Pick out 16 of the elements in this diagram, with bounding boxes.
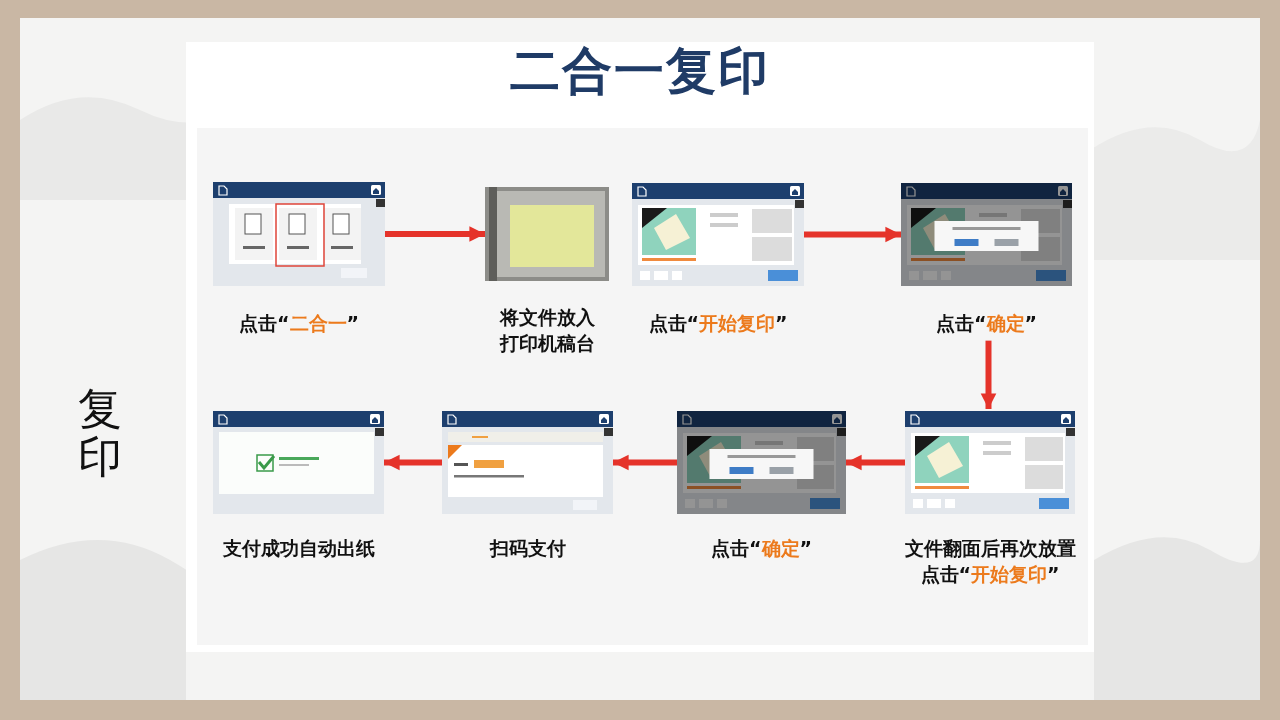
step-caption: 点击“确定” bbox=[935, 311, 1038, 336]
arrow bbox=[384, 454, 442, 471]
side-label: 复印 bbox=[78, 385, 122, 482]
step-caption: 支付成功自动出纸 bbox=[221, 536, 376, 561]
arrow bbox=[980, 340, 997, 409]
arrow bbox=[613, 454, 677, 471]
arrow bbox=[804, 226, 901, 243]
step-caption: 点击“确定” bbox=[710, 536, 813, 561]
step-caption: 将文件放入打印机稿台 bbox=[498, 305, 596, 356]
step-caption: 点击“二合一” bbox=[238, 311, 360, 336]
arrow bbox=[385, 226, 485, 242]
step-caption: 文件翻面后再次放置点击“开始复印” bbox=[903, 536, 1077, 587]
arrow bbox=[846, 454, 905, 471]
title: 二合一复印 bbox=[509, 41, 771, 102]
step-caption: 扫码支付 bbox=[488, 536, 567, 561]
step-caption: 点击“开始复印” bbox=[647, 311, 789, 336]
